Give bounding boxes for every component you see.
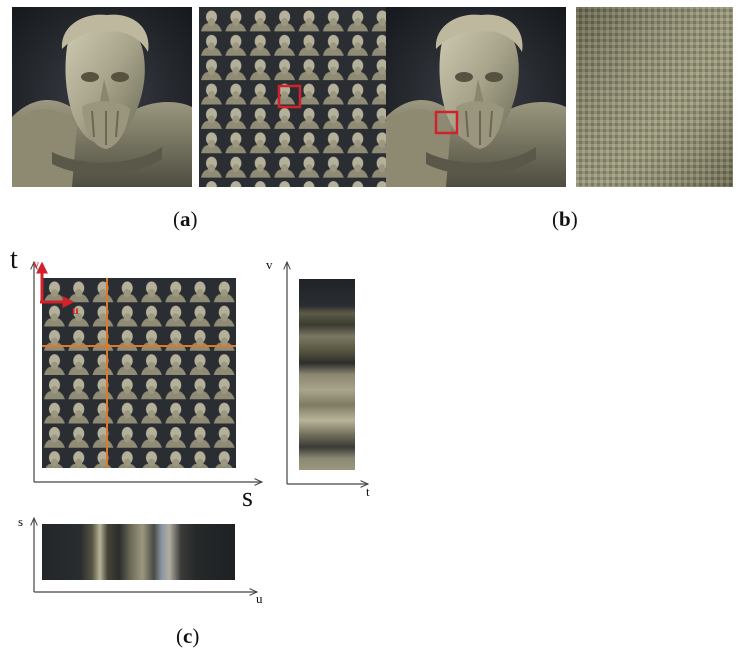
- panel-c: [34, 262, 368, 592]
- epi-su-s-label: s: [18, 514, 23, 529]
- epi-vt-t-label: t: [366, 484, 370, 499]
- corner-v-label: v: [33, 257, 39, 271]
- corner-u-label: u: [72, 303, 79, 317]
- statue-view-with-region-image: [385, 6, 567, 188]
- selected-region-box: [434, 110, 459, 135]
- epi-su-u-label: u: [256, 591, 263, 606]
- epi-vt-image: [299, 279, 355, 470]
- microimage-texture-image: [576, 7, 733, 187]
- main-s-axis-label: s: [242, 482, 253, 513]
- epi-vt-v-label: v: [266, 257, 273, 272]
- caption-a: (a): [173, 207, 198, 231]
- caption-c: (c): [176, 624, 200, 648]
- selected-view-box: [277, 84, 302, 109]
- statue-central-view-image: [11, 6, 193, 188]
- main-t-axis-label: t: [10, 244, 18, 275]
- light-field-grid-image: [42, 278, 236, 468]
- panel-a: [11, 6, 394, 188]
- caption-b: (b): [552, 207, 578, 231]
- light-field-array-image: [199, 7, 394, 187]
- panel-b: [385, 6, 733, 188]
- epi-su-image: [42, 524, 235, 580]
